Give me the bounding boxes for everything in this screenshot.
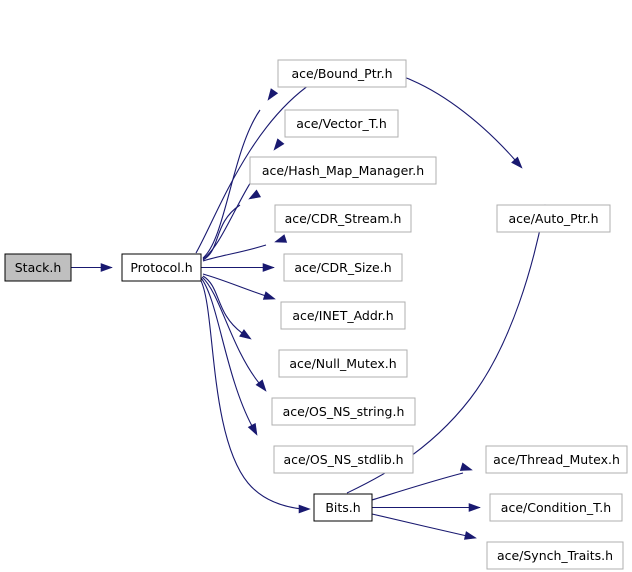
edge-protocol-to-null-mutex — [202, 275, 252, 340]
edge-bits-to-auto-ptr-line — [346, 214, 544, 494]
nodes-layer: Stack.h Protocol.h ace/Bound_Ptr.h ace/Vect… — [4, 59, 628, 570]
node-cdr_stream[interactable]: ace/CDR_Stream.h — [274, 204, 412, 233]
node-hash_map[interactable]: ace/Hash_Map_Manager.h — [249, 156, 437, 185]
edge-protocol-to-null-mutex-arrowhead-icon — [239, 329, 252, 340]
edge-protocol-to-vector-t-arrowhead-icon — [273, 138, 285, 151]
node-cdr_size-label: ace/CDR_Size.h — [294, 260, 391, 275]
node-os_stdlib[interactable]: ace/OS_NS_stdlib.h — [273, 445, 414, 474]
edge-protocol-to-cdr-stream-arrowhead-icon — [274, 234, 288, 243]
edge-protocol-to-os-ns-string-arrowhead-icon — [255, 379, 267, 392]
node-condition_t-box[interactable] — [489, 493, 623, 522]
node-bound_ptr-box[interactable] — [277, 59, 407, 88]
edge-protocol-to-hash-map-manager-line — [202, 204, 241, 261]
node-auto_ptr[interactable]: ace/Auto_Ptr.h — [496, 204, 611, 233]
node-bound_ptr-label: ace/Bound_Ptr.h — [291, 66, 392, 81]
edge-protocol-to-os-ns-stdlib — [200, 277, 258, 436]
edge-protocol-to-inet-addr — [202, 273, 276, 300]
edge-protocol-to-cdr-stream — [202, 234, 288, 262]
edge-bits-to-condition-t-arrowhead-icon — [468, 503, 481, 512]
node-bound_ptr[interactable]: ace/Bound_Ptr.h — [277, 59, 407, 88]
node-os_string[interactable]: ace/OS_NS_string.h — [271, 397, 416, 426]
edge-protocol-to-inet-addr-line — [202, 273, 267, 297]
node-synch_traits-label: ace/Synch_Traits.h — [497, 548, 613, 563]
node-os_string-box[interactable] — [271, 397, 416, 426]
node-inet_addr[interactable]: ace/INET_Addr.h — [280, 301, 406, 330]
edge-protocol-to-cdr-size-arrowhead-icon — [262, 263, 275, 272]
node-protocol-box[interactable] — [121, 253, 202, 282]
edge-protocol-to-os-ns-stdlib-line — [200, 277, 253, 427]
edge-protocol-to-bits-line — [199, 278, 303, 510]
node-thread_mutex-label: ace/Thread_Mutex.h — [493, 452, 620, 467]
node-stack-box[interactable] — [4, 253, 72, 282]
node-synch_traits-box[interactable] — [486, 541, 624, 570]
node-vector_t-box[interactable] — [284, 109, 399, 138]
node-bits-label: Bits.h — [325, 500, 360, 515]
edge-bits-to-condition-t — [372, 503, 481, 512]
edge-protocol-to-os-ns-stdlib-arrowhead-icon — [247, 422, 258, 436]
edge-protocol-to-bound-ptr-line — [202, 109, 261, 259]
node-vector_t-label: ace/Vector_T.h — [296, 116, 387, 131]
edge-protocol-to-auto-ptr-arrowhead-icon — [511, 156, 523, 169]
node-hash_map-box[interactable] — [249, 156, 437, 185]
edge-bits-to-synch-traits — [371, 513, 477, 540]
edge-protocol-to-bound-ptr — [202, 88, 279, 259]
node-bits-box[interactable] — [313, 493, 373, 522]
edge-protocol-to-null-mutex-line — [202, 275, 243, 334]
node-auto_ptr-label: ace/Auto_Ptr.h — [508, 211, 598, 226]
node-stack-label: Stack.h — [15, 260, 62, 275]
node-protocol-label: Protocol.h — [130, 260, 192, 275]
edge-bits-to-thread-mutex-line — [371, 472, 464, 501]
edge-protocol-to-hash-map-manager-arrowhead-icon — [248, 189, 262, 200]
edge-protocol-to-os-ns-string — [201, 276, 267, 392]
edge-bits-to-thread-mutex — [371, 462, 473, 501]
edge-bits-to-synch-traits-arrowhead-icon — [463, 531, 477, 540]
edge-stack-to-protocol — [71, 263, 113, 272]
node-condition_t[interactable]: ace/Condition_T.h — [489, 493, 623, 522]
node-thread_mutex-box[interactable] — [485, 445, 628, 474]
edge-bits-to-thread-mutex-arrowhead-icon — [459, 462, 473, 471]
edge-stack-to-protocol-arrowhead-icon — [100, 263, 113, 272]
edge-protocol-to-os-ns-string-line — [201, 276, 260, 384]
node-null_mutex-box[interactable] — [278, 349, 408, 378]
node-cdr_size-box[interactable] — [283, 253, 403, 282]
edge-bits-to-synch-traits-line — [371, 513, 468, 537]
node-cdr_size[interactable]: ace/CDR_Size.h — [283, 253, 403, 282]
node-cdr_stream-label: ace/CDR_Stream.h — [285, 211, 402, 226]
node-bits[interactable]: Bits.h — [313, 493, 373, 522]
node-cdr_stream-box[interactable] — [274, 204, 412, 233]
node-thread_mutex[interactable]: ace/Thread_Mutex.h — [485, 445, 628, 474]
edge-protocol-to-bound-ptr-arrowhead-icon — [267, 88, 279, 101]
edge-protocol-to-bits — [199, 278, 311, 514]
edge-protocol-to-cdr-stream-line — [202, 244, 267, 262]
node-protocol[interactable]: Protocol.h — [121, 253, 202, 282]
node-os_stdlib-label: ace/OS_NS_stdlib.h — [283, 452, 403, 467]
node-inet_addr-label: ace/INET_Addr.h — [292, 308, 393, 323]
node-os_stdlib-box[interactable] — [273, 445, 414, 474]
edge-protocol-to-inet-addr-arrowhead-icon — [262, 291, 276, 300]
node-null_mutex[interactable]: ace/Null_Mutex.h — [278, 349, 408, 378]
edge-protocol-to-bits-arrowhead-icon — [298, 504, 311, 514]
node-condition_t-label: ace/Condition_T.h — [501, 500, 611, 515]
node-null_mutex-label: ace/Null_Mutex.h — [289, 356, 396, 371]
node-auto_ptr-box[interactable] — [496, 204, 611, 233]
node-hash_map-label: ace/Hash_Map_Manager.h — [262, 163, 424, 178]
edge-protocol-to-hash-map-manager — [202, 189, 262, 261]
node-stack[interactable]: Stack.h — [4, 253, 72, 282]
node-os_string-label: ace/OS_NS_string.h — [283, 404, 405, 419]
edge-protocol-to-cdr-size — [201, 263, 275, 272]
node-inet_addr-box[interactable] — [280, 301, 406, 330]
node-vector_t[interactable]: ace/Vector_T.h — [284, 109, 399, 138]
node-synch_traits[interactable]: ace/Synch_Traits.h — [486, 541, 624, 570]
